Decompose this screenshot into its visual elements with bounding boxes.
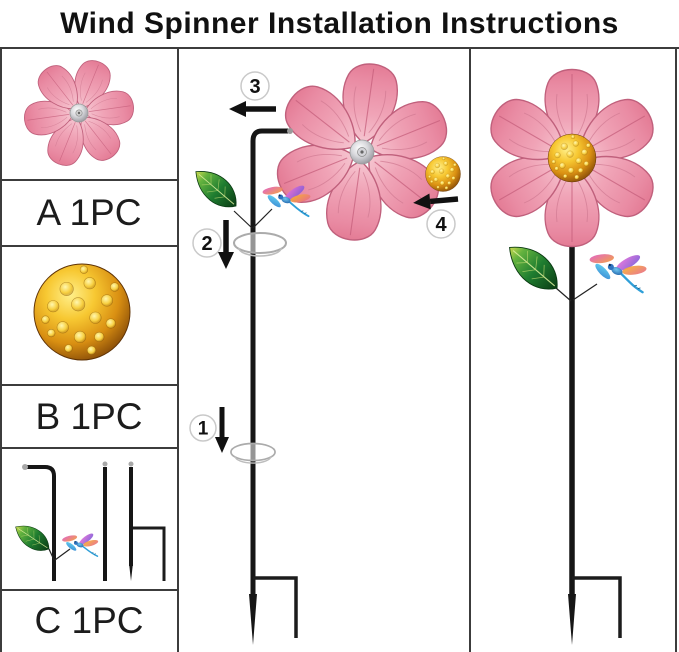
pole-tip	[22, 464, 28, 470]
stake-point	[249, 594, 257, 645]
part-c-stakes-image	[10, 461, 166, 581]
step-4-indicator: 4	[413, 156, 461, 239]
pole-tip	[128, 461, 134, 467]
part-a-flower-image	[7, 41, 152, 185]
assembly-steps-panel: 3 4 2	[187, 52, 464, 645]
dragonfly-wire	[572, 283, 598, 301]
leaf-wire	[233, 210, 253, 229]
step-2-indicator: 2	[192, 220, 234, 269]
stake-point	[129, 563, 133, 581]
step-3-indicator: 3	[229, 71, 276, 117]
step-number: 4	[435, 214, 447, 236]
leaf-wire	[555, 287, 572, 302]
step-badge	[240, 71, 270, 101]
ground-fork	[572, 576, 622, 638]
leaf-wire	[48, 548, 55, 561]
down-arrow-icon	[218, 252, 234, 269]
hook-pole	[250, 128, 288, 598]
assembled-spinner-panel	[482, 70, 662, 645]
part-a-label: A 1PC	[36, 192, 142, 233]
ground-fork	[253, 576, 298, 638]
step-1-indicator: 1	[189, 407, 229, 453]
step-badge	[426, 209, 456, 239]
step-badge	[192, 228, 222, 258]
pole-tip	[287, 128, 293, 134]
part-c-label: C 1PC	[34, 600, 144, 641]
step-number: 3	[249, 76, 260, 98]
ground-fork	[133, 526, 166, 581]
step-number: 2	[201, 233, 212, 255]
dragonfly-wire	[252, 208, 273, 229]
part-b-label: B 1PC	[35, 395, 143, 437]
page-title: Wind Spinner Installation Instructions	[60, 7, 619, 40]
dragonfly-wire	[54, 548, 71, 561]
part-b-ball-image	[33, 263, 131, 361]
stake-point	[568, 594, 576, 645]
left-arrow-icon	[429, 196, 459, 205]
hook-pole	[27, 465, 56, 581]
step-number: 1	[198, 419, 209, 440]
left-arrow-icon	[413, 193, 431, 210]
step-badge	[189, 414, 217, 442]
left-arrow-icon	[229, 101, 246, 117]
down-arrow-icon	[215, 437, 229, 453]
pole-tip	[102, 461, 108, 467]
panel-borders	[0, 47, 679, 652]
